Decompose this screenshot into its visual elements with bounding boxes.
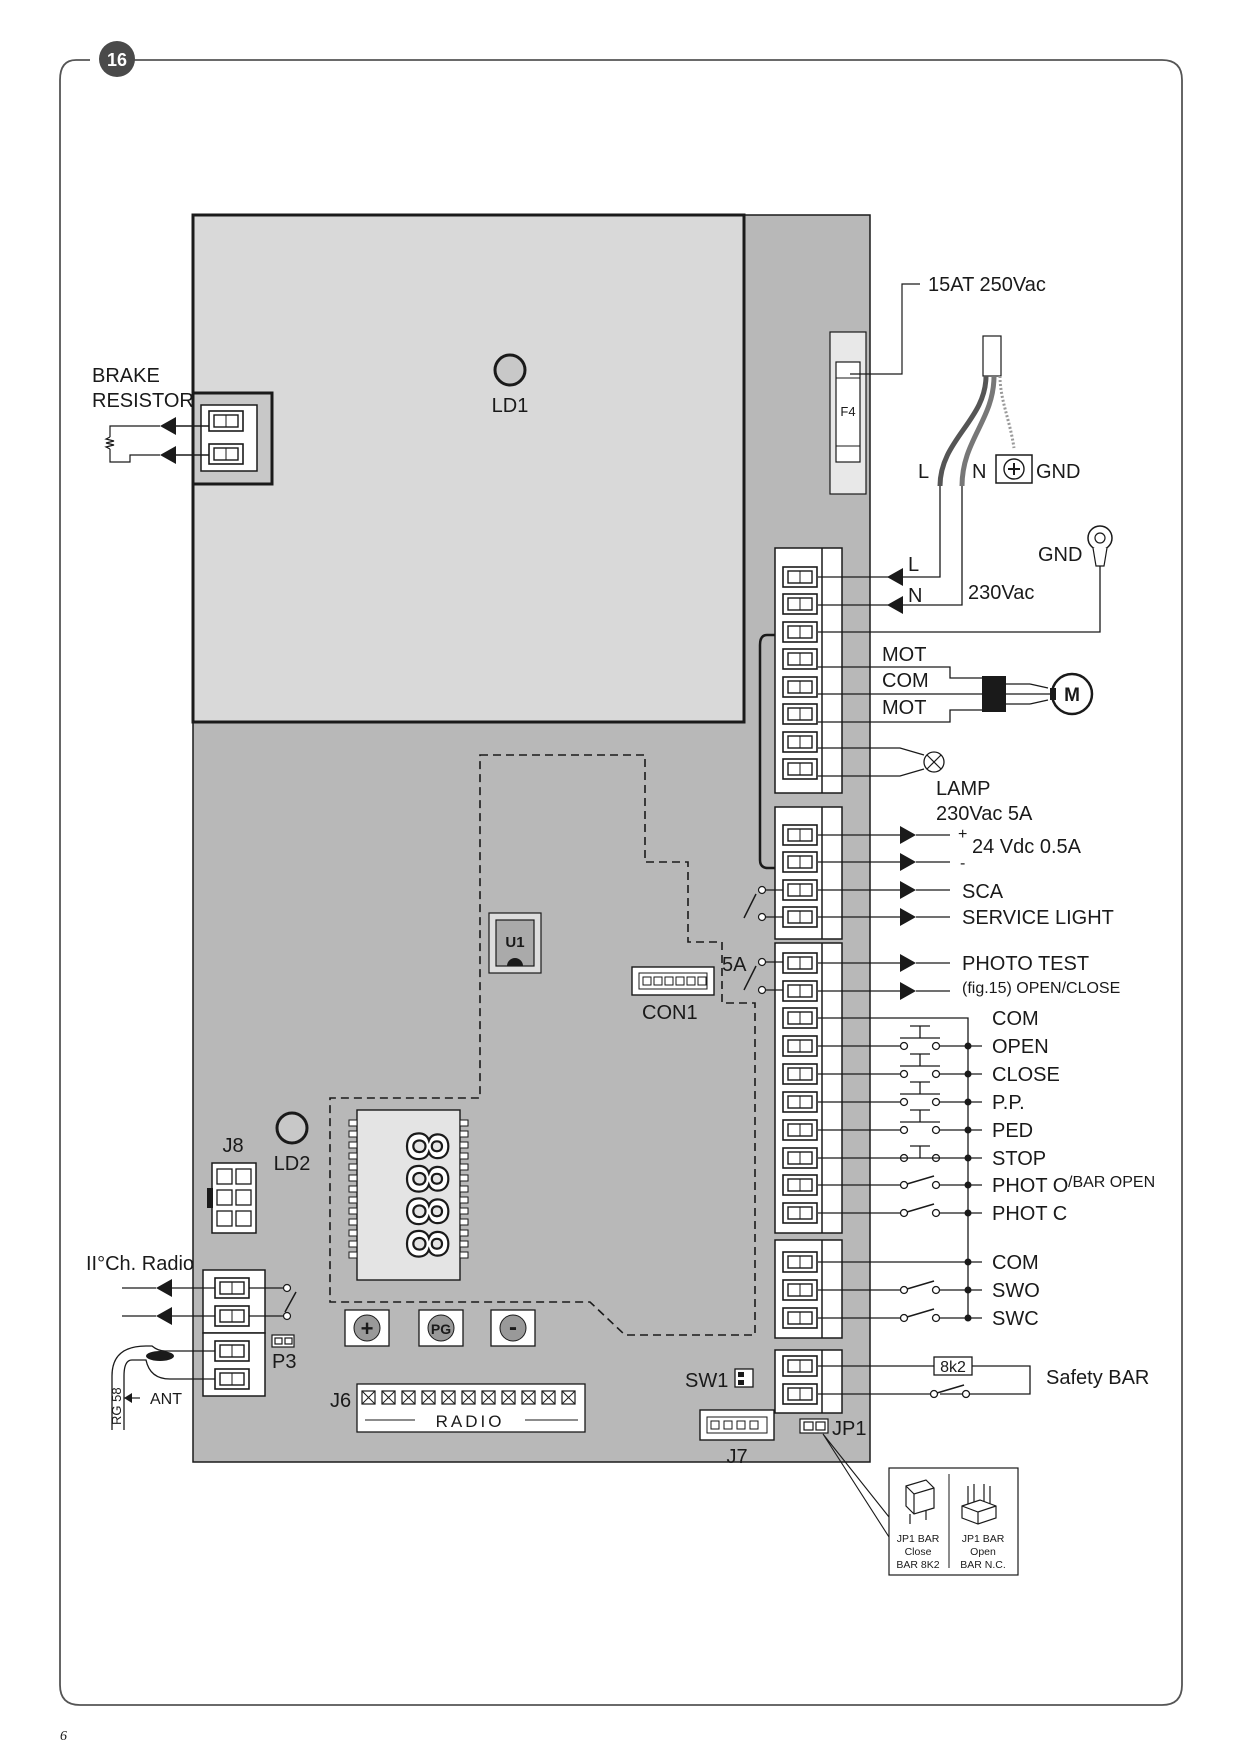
motor-label: M (1064, 685, 1080, 706)
jp-open-label-1: JP1 BAR (962, 1533, 1005, 1545)
service-light-label: SERVICE LIGHT (962, 907, 1114, 929)
motor-connector (982, 676, 1006, 712)
brake-resistor-label: BRAKE (92, 365, 160, 387)
jp-close-label-3: BAR 8K2 (896, 1559, 939, 1571)
open-label: OPEN (992, 1036, 1049, 1058)
com-mot-label: COM (882, 670, 929, 692)
pp-label: P.P. (992, 1092, 1025, 1114)
mot1-label: MOT (882, 644, 926, 666)
plus-label: + (958, 826, 967, 843)
j8-label: J8 (222, 1135, 243, 1157)
jp-close-label-2: Close (905, 1546, 932, 1558)
figure-frame (59, 59, 1183, 1706)
swo-contact (818, 1280, 982, 1295)
lamp-label: LAMP (936, 778, 990, 800)
button-pg[interactable]: PG (418, 1309, 464, 1347)
open-close-label: (fig.15) OPEN/CLOSE (962, 980, 1120, 997)
ld2-label: LD2 (274, 1153, 311, 1175)
phot-o-label: PHOT O (992, 1175, 1068, 1197)
figure-badge (99, 41, 135, 77)
vdc24-label: 24 Vdc 0.5A (972, 836, 1082, 858)
fuse-spec-label: 15AT 250Vac (928, 274, 1046, 296)
fuse-f4-label: F4 (840, 404, 855, 419)
ld1-label: LD1 (492, 395, 529, 417)
safety-bar-contact (818, 1384, 971, 1399)
u1-label: U1 (505, 934, 524, 951)
com1-label: COM (992, 1008, 1039, 1030)
phot-o-contact (818, 1175, 968, 1190)
resistor-icon (104, 436, 115, 450)
jp-close-label-1: JP1 BAR (897, 1533, 940, 1545)
con1-label: CON1 (642, 1002, 698, 1024)
page-number: 6 (60, 1729, 67, 1744)
ant-label: ANT (150, 1391, 182, 1408)
plus-button-label: + (361, 1316, 374, 1341)
mains-gnd-label: GND (1036, 461, 1080, 483)
safety-bar-label: Safety BAR (1046, 1367, 1149, 1389)
jp1-label: JP1 (832, 1418, 866, 1440)
close-label: CLOSE (992, 1064, 1060, 1086)
ped-pushbutton (818, 1109, 968, 1135)
ld1-led (493, 353, 527, 387)
brake-resistor-label-2: RESISTOR (92, 390, 194, 412)
photo-test-label: PHOTO TEST (962, 953, 1089, 975)
bar-open-label: /BAR OPEN (1068, 1174, 1155, 1191)
pg-button-label: PG (431, 1321, 451, 1337)
mains-n-label: N (972, 461, 986, 483)
seven-segment-display: 8888 (395, 1130, 458, 1260)
sca-label: SCA (962, 881, 1004, 903)
jp-open-label-2: Open (970, 1546, 996, 1558)
stop-label: STOP (992, 1148, 1046, 1170)
button-minus[interactable]: - (490, 1309, 536, 1347)
j6-label: J6 (330, 1390, 351, 1412)
figure-number: 16 (107, 50, 127, 70)
mains-wire-gnd (998, 375, 1016, 449)
jumper-open-icon (961, 1484, 997, 1525)
term-n-label: N (908, 585, 922, 607)
display-pins (348, 1119, 469, 1259)
r8k2-label: 8k2 (940, 1359, 966, 1376)
minus-button-label: - (509, 1314, 517, 1341)
jp1-jumper (799, 1418, 829, 1434)
mains-wire-l (937, 375, 989, 487)
com2-label: COM (992, 1252, 1039, 1274)
mot2-label: MOT (882, 697, 926, 719)
term-l-label: L (908, 554, 919, 576)
stop-pushbutton (818, 1145, 968, 1163)
swc-label: SWC (992, 1308, 1039, 1330)
five-a-label: 5A (722, 954, 747, 976)
gnd2-label: GND (1038, 544, 1082, 566)
power-module (191, 213, 746, 724)
j7-label: J7 (726, 1446, 747, 1468)
ld2-led (275, 1111, 309, 1145)
swo-label: SWO (992, 1280, 1040, 1302)
p3-jumper (271, 1334, 295, 1348)
vac230-label: 230Vac (968, 582, 1034, 604)
jp-open-label-3: BAR N.C. (960, 1559, 1006, 1571)
radio2ch-label: II°Ch. Radio (86, 1253, 194, 1275)
coax-cable (111, 1345, 215, 1430)
button-plus[interactable]: + (344, 1309, 390, 1347)
close-pushbutton (818, 1053, 968, 1079)
phot-c-contact (818, 1203, 968, 1218)
p3-label: P3 (272, 1351, 296, 1373)
rg58-label: RG 58 (109, 1387, 124, 1425)
mains-wire-n (959, 375, 997, 487)
swc-contact (818, 1308, 982, 1323)
minus-label: - (960, 855, 965, 872)
radio-label: RADIO (436, 1412, 505, 1431)
pp-pushbutton (818, 1081, 968, 1107)
lamp-spec-label: 230Vac 5A (936, 803, 1033, 825)
display-module (356, 1109, 461, 1281)
mains-l-label: L (918, 461, 929, 483)
open-pushbutton (818, 1025, 968, 1051)
radio-area-outline (329, 754, 756, 1336)
ped-label: PED (992, 1120, 1033, 1142)
jumper-closed-icon (905, 1479, 935, 1524)
sw1-label: SW1 (685, 1370, 728, 1392)
phot-c-label: PHOT C (992, 1203, 1067, 1225)
